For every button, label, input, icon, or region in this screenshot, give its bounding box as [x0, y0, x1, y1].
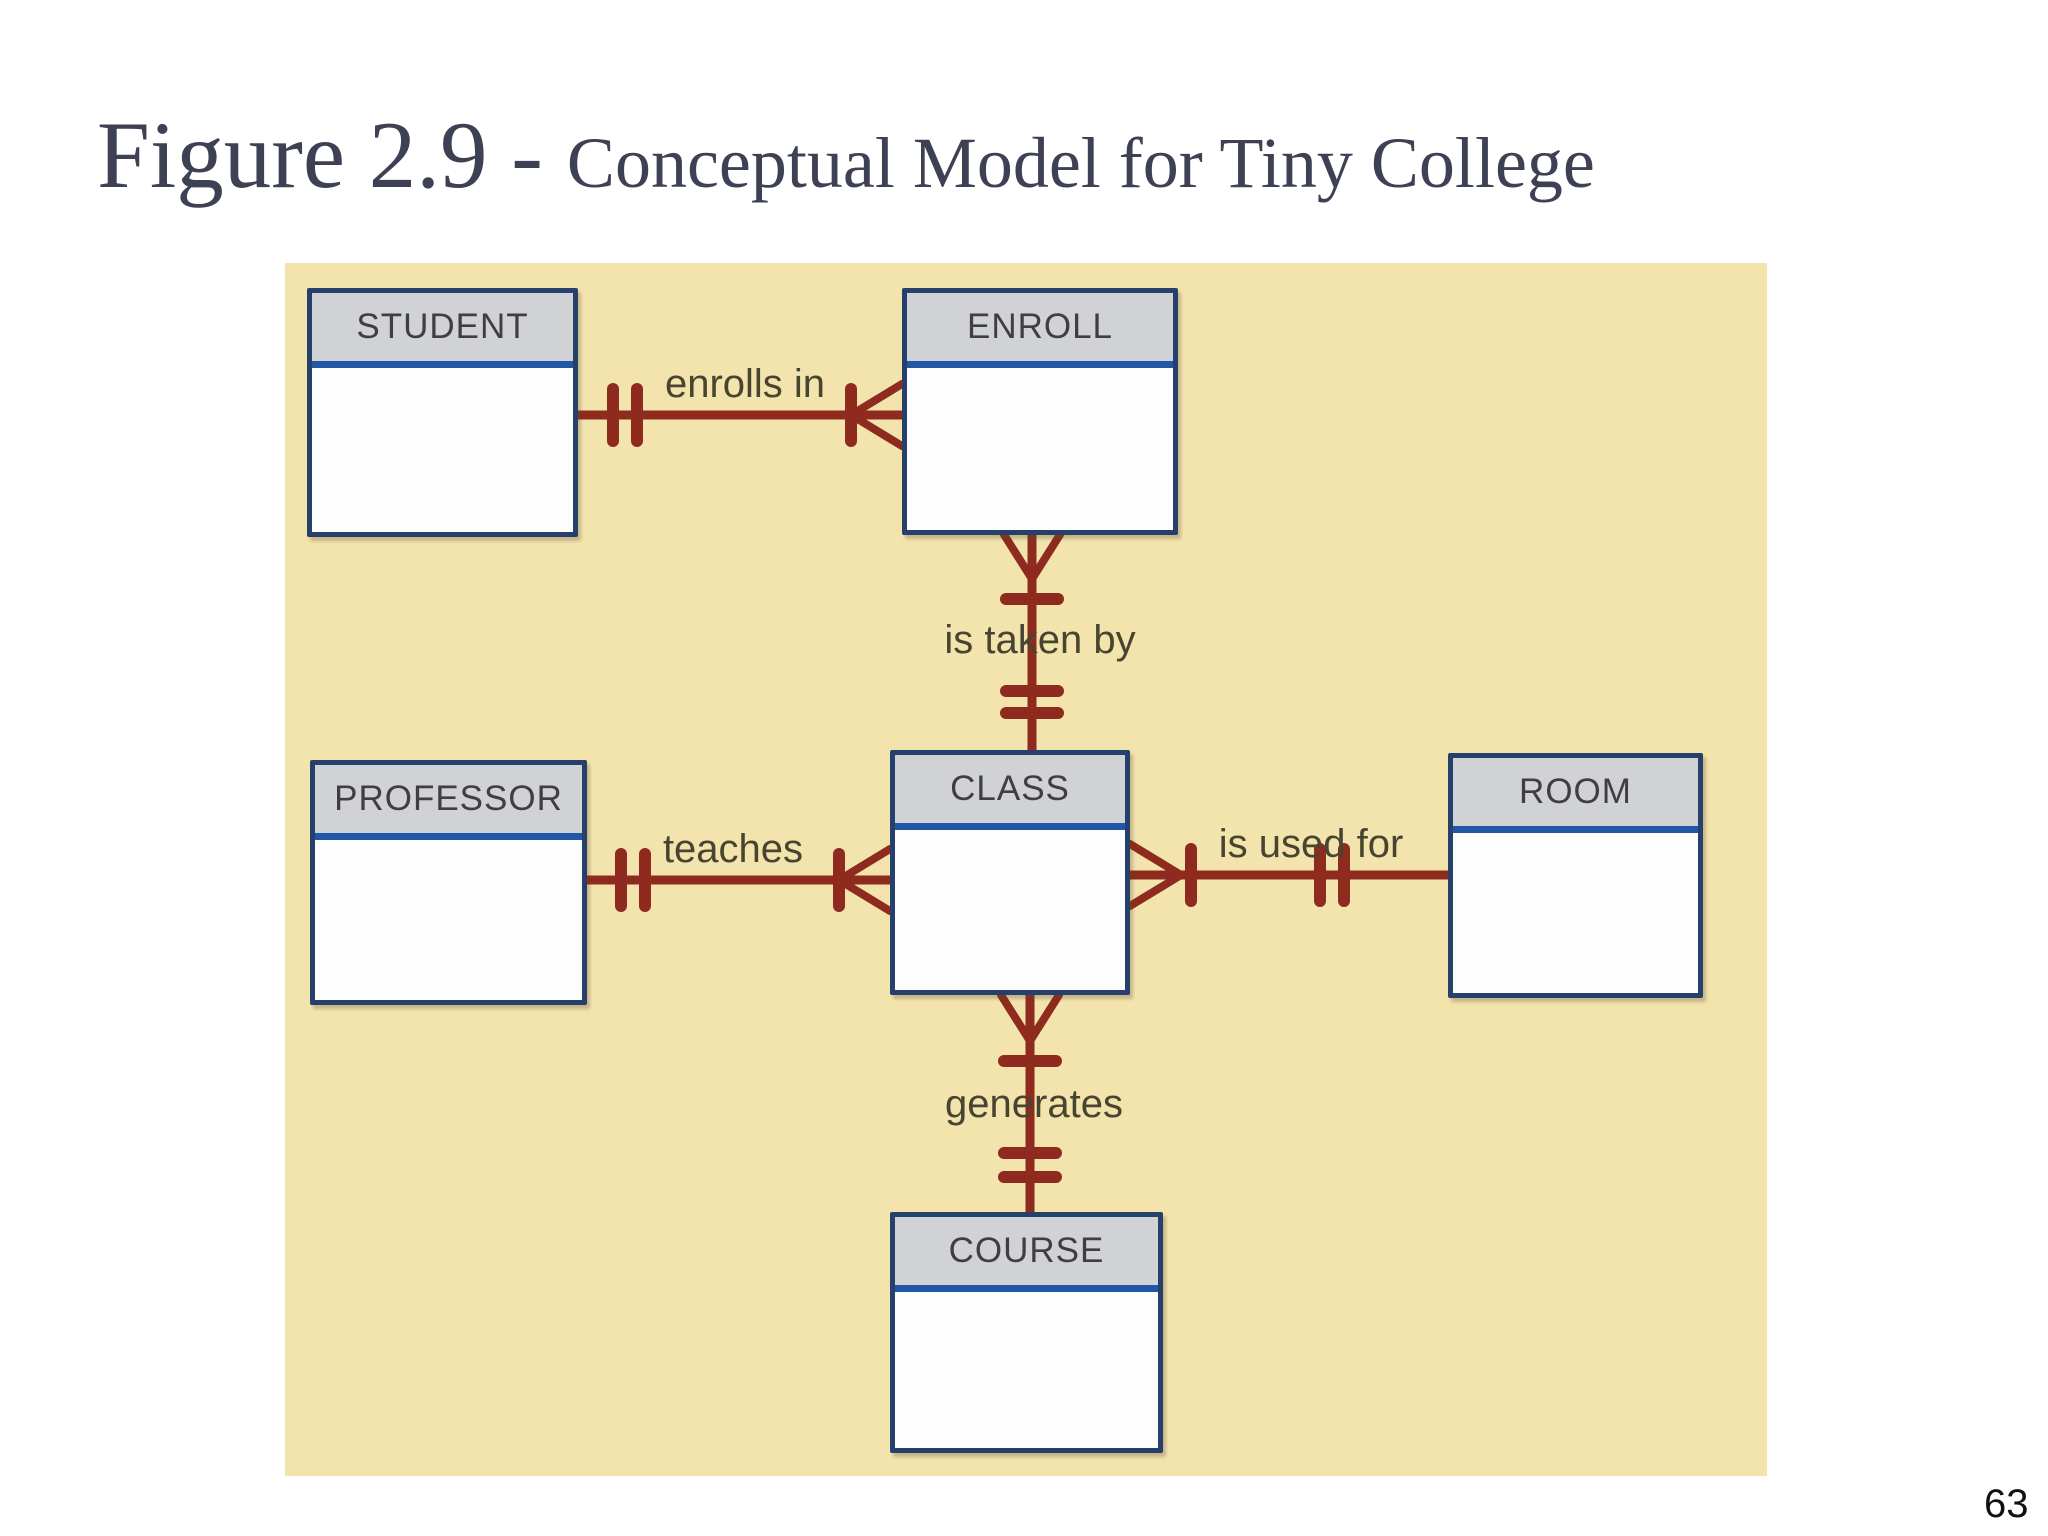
relationship-label-is-taken-by: is taken by: [944, 618, 1136, 662]
entity-course: COURSE: [890, 1212, 1163, 1453]
entity-room: ROOM: [1448, 753, 1703, 998]
figure-number-label: Figure 2.9 -: [97, 102, 543, 208]
entity-course-title: COURSE: [895, 1217, 1158, 1292]
entity-enroll: ENROLL: [902, 288, 1178, 535]
entity-enroll-title: ENROLL: [907, 293, 1173, 368]
entity-class: CLASS: [890, 750, 1130, 995]
entity-professor-title: PROFESSOR: [315, 765, 582, 840]
relationship-label-enrolls-in: enrolls in: [664, 362, 826, 406]
entity-student-title: STUDENT: [312, 293, 573, 368]
entity-student: STUDENT: [307, 288, 578, 537]
relationship-label-generates: generates: [945, 1082, 1123, 1126]
entity-professor: PROFESSOR: [310, 760, 587, 1005]
relationship-label-teaches: teaches: [662, 827, 804, 871]
entity-class-title: CLASS: [895, 755, 1125, 830]
page-number: 63: [1984, 1482, 2029, 1526]
figure-title-label: Conceptual Model for Tiny College: [566, 123, 1595, 203]
entity-room-title: ROOM: [1453, 758, 1698, 833]
page-title: Figure 2.9 - Conceptual Model for Tiny C…: [97, 100, 1595, 210]
relationship-label-is-used-for: is used for: [1218, 822, 1404, 866]
